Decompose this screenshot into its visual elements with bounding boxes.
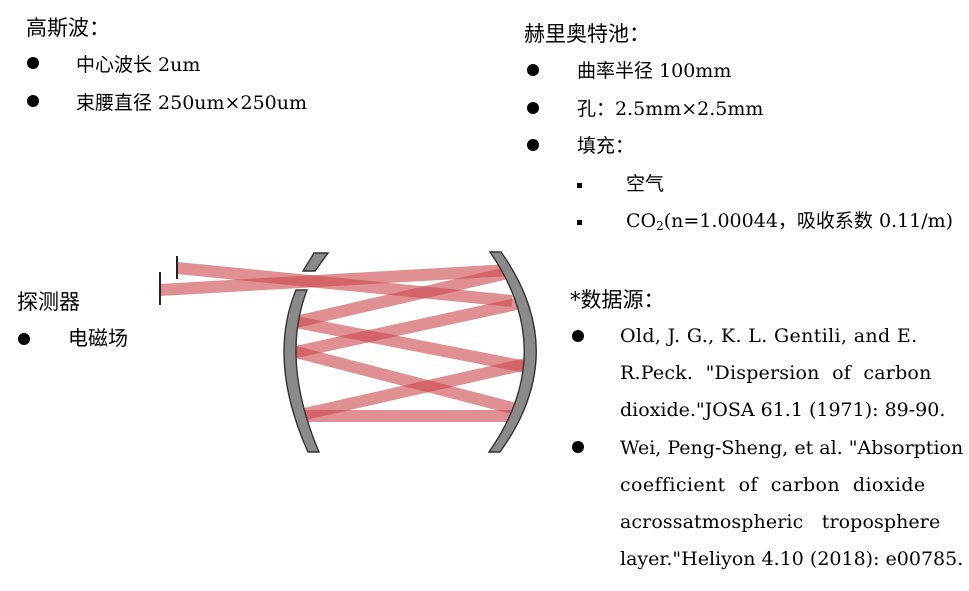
sources-title: *数据源： [570, 288, 665, 312]
left-mirror [283, 252, 330, 453]
ref2-text: coefficient of carbon dioxide [620, 474, 926, 496]
laser-beam-paths [159, 262, 528, 422]
ref1-text: Old, J. G., K. L. Gentili, and E. [620, 325, 918, 347]
fill-air: 空气 [626, 173, 665, 195]
gaussian-waist: 束腰直径 250um×250um [76, 92, 307, 114]
herriott-title: 赫里奥特池： [524, 22, 650, 46]
bullet-icon [572, 330, 584, 342]
ref1-line: Old, J. G., K. L. Gentili, and E. [620, 324, 944, 348]
beam-segment [294, 316, 528, 373]
bullet-icon [27, 95, 39, 107]
gaussian-section: 高斯波： [26, 14, 110, 42]
co2-formula: CO [626, 210, 657, 232]
co2-properties: (n=1.00044，吸收系数 0.11/m) [663, 210, 954, 232]
herriott-radius: 曲率半径 100mm [577, 60, 732, 82]
ref2-line: Wei, Peng-Sheng, et al. "Absorption [620, 436, 963, 460]
beam-segment [294, 358, 528, 422]
bullet-icon [527, 139, 539, 151]
beam-segment [159, 264, 511, 296]
bullet-icon [572, 441, 584, 453]
sources-section: *数据源： [570, 286, 665, 314]
ref1-text: dioxide."JOSA 61.1 (1971): 89-90. [620, 399, 946, 421]
ref2-line: layer."Heliyon 4.10 (2018): e00785. [620, 547, 963, 571]
bullet-icon [18, 333, 30, 345]
bullet-icon [27, 57, 39, 69]
ref2-line: acrossatmospheric troposphere [620, 510, 944, 534]
bullet-icon [527, 64, 539, 76]
detector-section: 探测器 [17, 288, 80, 316]
herriott-fill: 填充： [577, 135, 635, 157]
left-mirror-lower-segment [283, 289, 321, 453]
left-mirror-upper-segment [301, 252, 330, 272]
ref1-line: R.Peck. "Dispersion of carbon [620, 361, 944, 385]
gaussian-title: 高斯波： [26, 16, 110, 40]
beam-segment [294, 266, 514, 328]
ref2-line: coefficient of carbon dioxide [620, 473, 944, 497]
beam-segment [294, 296, 528, 358]
bullet-icon [527, 102, 539, 114]
detector-field: 电磁场 [68, 326, 128, 350]
square-bullet-icon [577, 220, 582, 225]
right-mirror [487, 251, 537, 453]
detector-markers [159, 256, 178, 305]
detector-title: 探测器 [17, 290, 80, 314]
beam-segment [294, 346, 522, 416]
ref2-text: layer."Heliyon 4.10 (2018): e00785. [620, 548, 964, 570]
ref2-text: Wei, Peng-Sheng, et al. "Absorption [620, 437, 964, 459]
herriott-aperture: 孔：2.5mm×2.5mm [577, 98, 764, 120]
ref2-text: acrossatmospheric troposphere [620, 511, 941, 533]
square-bullet-icon [577, 183, 582, 188]
right-mirror-segment [487, 251, 537, 453]
fill-co2: CO2(n=1.00044，吸收系数 0.11/m) [626, 209, 953, 233]
herriott-section: 赫里奥特池： [524, 20, 650, 48]
ref1-line: dioxide."JOSA 61.1 (1971): 89-90. [620, 398, 946, 422]
ref1-text: R.Peck. "Dispersion of carbon [620, 362, 932, 384]
co2-subscript: 2 [656, 219, 664, 233]
gaussian-wavelength: 中心波长 2um [76, 54, 201, 76]
